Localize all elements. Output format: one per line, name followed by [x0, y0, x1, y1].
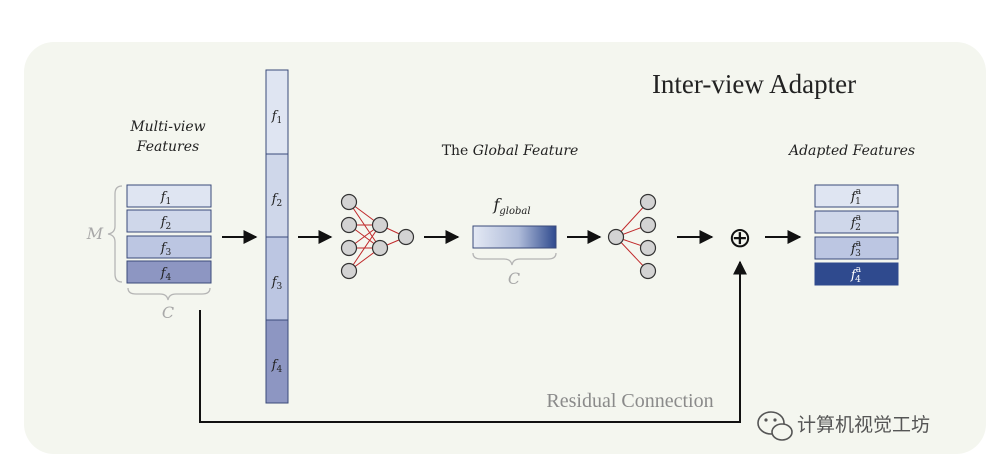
- input-feature-box: [126, 260, 212, 284]
- global-dim-label: C: [508, 269, 520, 288]
- residual-connection-arrow: [199, 260, 747, 423]
- global-symbol: fglobal: [492, 195, 530, 217]
- input-feature-box: [126, 235, 212, 259]
- watermark-text: 计算机视觉工坊: [797, 414, 930, 436]
- network-node: [371, 216, 389, 234]
- wechat-icon: [757, 411, 793, 441]
- mlp-decoder: [607, 193, 657, 280]
- concat-segment-label: f2: [271, 192, 283, 209]
- concat-segment-label: f3: [271, 275, 283, 292]
- global-heading: The Global Feature: [442, 143, 579, 159]
- output-feature-box: [814, 236, 899, 260]
- input-heading-line2: Features: [136, 139, 199, 155]
- global-dim-brace: [472, 252, 557, 266]
- concat-segment: [265, 319, 289, 404]
- input-heading-line1: Multi-view: [129, 119, 205, 135]
- diagram-title: Inter-view Adapter: [652, 69, 856, 99]
- input-feature-label: f4: [160, 266, 172, 283]
- concat-segment: [265, 153, 289, 238]
- network-node: [340, 239, 358, 257]
- input-feature-label: f1: [160, 190, 172, 207]
- output-feature-box: [814, 262, 899, 286]
- concat-segment-label: f1: [271, 109, 283, 126]
- concat-segment: [265, 69, 289, 155]
- network-node: [639, 239, 657, 257]
- sum-symbol: ⊕: [728, 221, 751, 254]
- rows-label: M: [86, 224, 104, 243]
- cols-label: C: [162, 303, 174, 322]
- network-node: [639, 216, 657, 234]
- mlp-encoder: [340, 193, 415, 280]
- cols-brace: [127, 287, 211, 301]
- concat-segment-label: f4: [271, 358, 283, 375]
- network-node: [607, 228, 625, 246]
- input-feature-box: [126, 209, 212, 233]
- concat-segment: [265, 236, 289, 321]
- global-feature-box: [472, 225, 557, 249]
- network-node: [340, 262, 358, 280]
- network-node: [639, 262, 657, 280]
- input-feature-box: [126, 184, 212, 208]
- input-feature-label: f2: [160, 215, 172, 232]
- network-node: [340, 216, 358, 234]
- network-node: [371, 239, 389, 257]
- rows-brace: [107, 185, 123, 283]
- network-edge: [348, 224, 381, 272]
- network-node: [639, 193, 657, 211]
- input-feature-stack: f1 f2 f3 f4: [126, 184, 212, 284]
- output-feature-box: [814, 210, 899, 234]
- concat-feature-bar: f1 f2 f3 f4: [265, 69, 289, 404]
- output-heading: Adapted Features: [787, 143, 915, 159]
- output-feature-box: [814, 184, 899, 208]
- input-feature-label: f3: [160, 241, 172, 258]
- residual-label: Residual Connection: [546, 390, 713, 412]
- network-node: [340, 193, 358, 211]
- network-node: [397, 228, 415, 246]
